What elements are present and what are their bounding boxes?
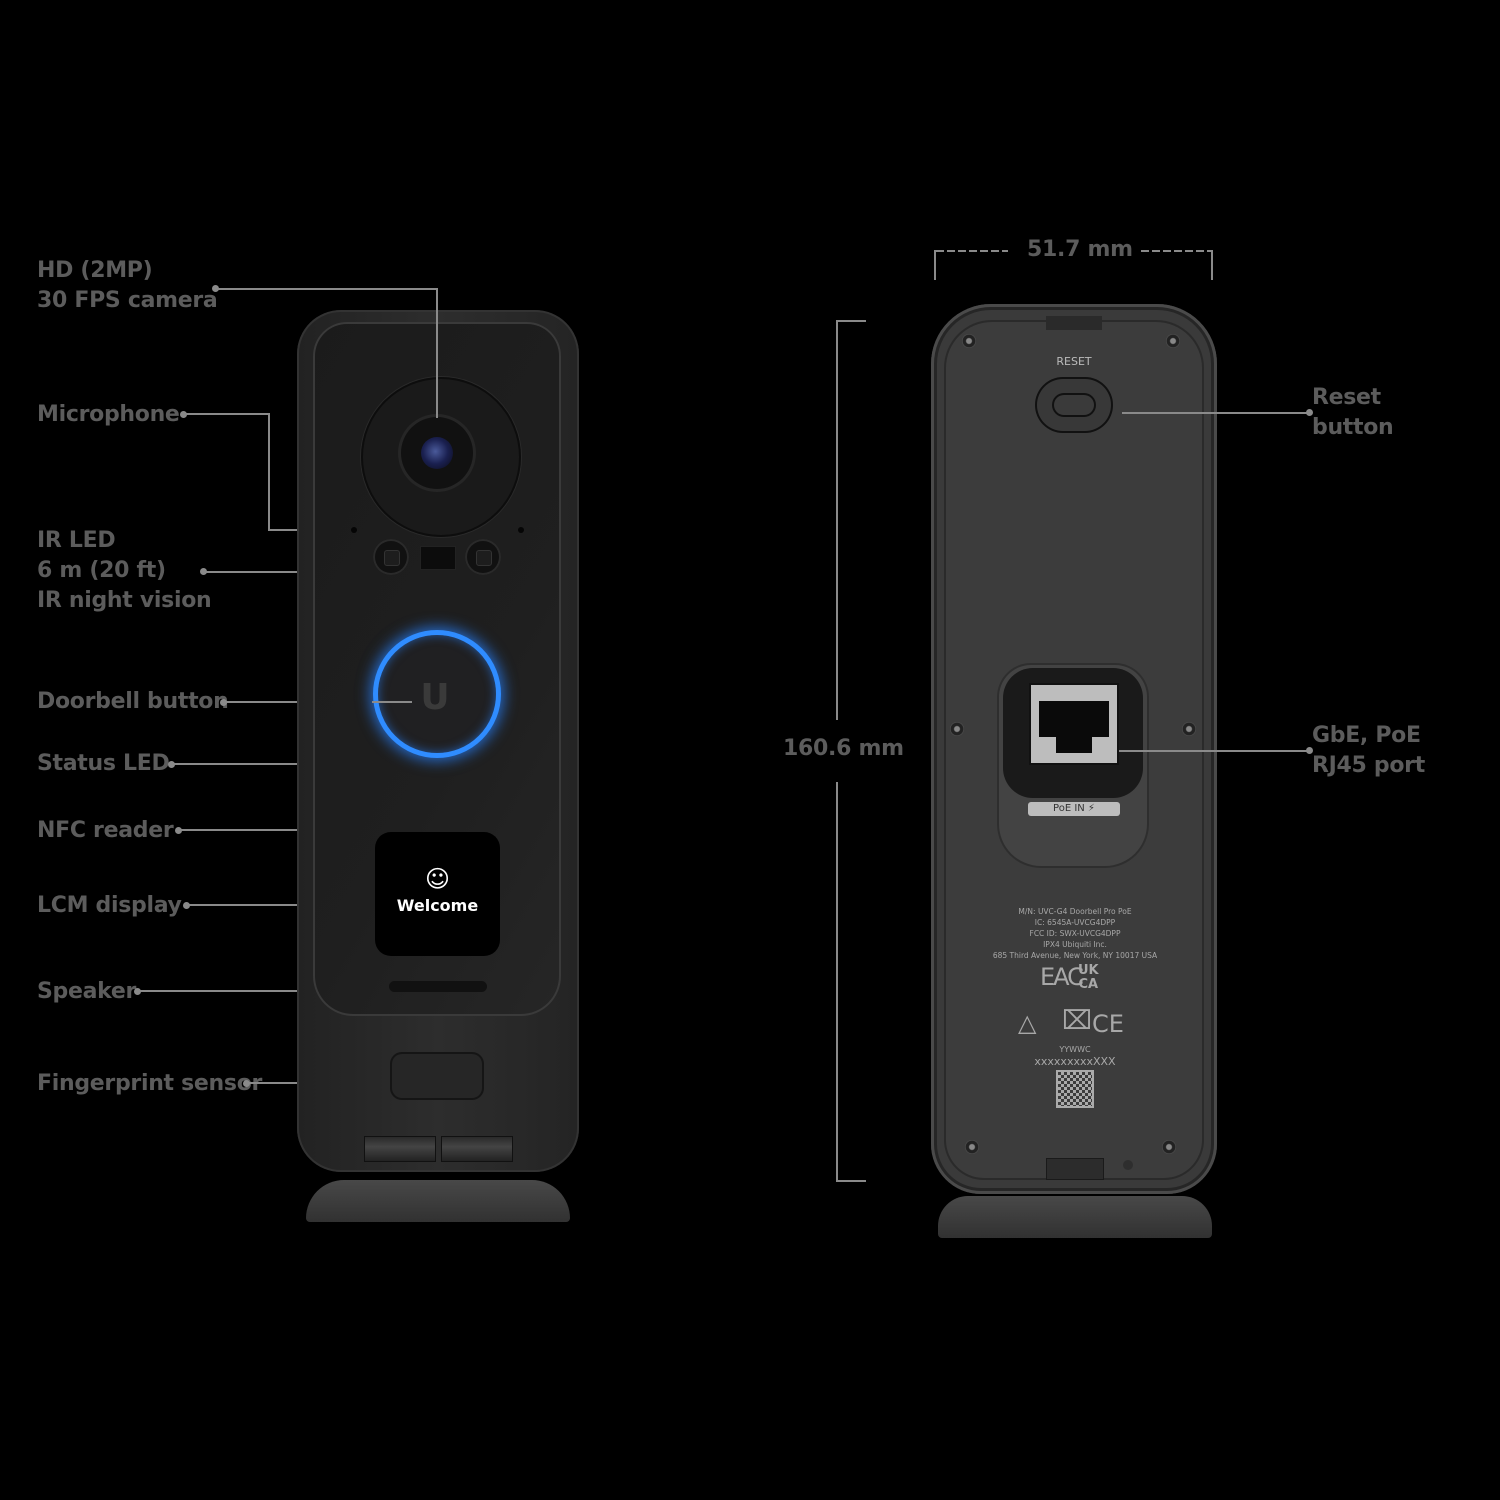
camera-lens-icon [421, 437, 453, 469]
label-reset-button: Reset button [1312, 385, 1394, 440]
top-notch [1046, 316, 1102, 330]
mount-clip [364, 1136, 436, 1162]
ic-id: IC: 6545A-UVCG4DPP [1034, 918, 1116, 927]
microphone-hole-icon [351, 527, 357, 533]
dimension-tick [1211, 250, 1213, 280]
label-ir-led: IR LED 6 m (20 ft) IR night vision [37, 528, 212, 613]
rj45-socket-icon [1039, 701, 1109, 737]
leader-dot [220, 699, 227, 706]
screw-icon [962, 334, 976, 348]
ubiquiti-logo-icon: U [420, 677, 450, 718]
screw-icon [965, 1140, 979, 1154]
dimension-line-width [936, 250, 1008, 252]
mount-clip [441, 1136, 513, 1162]
leader-dot [1306, 747, 1313, 754]
leader-line-reset [1122, 412, 1308, 414]
leader-dot [212, 285, 219, 292]
leader-line-nfc [179, 829, 297, 831]
smiley-face-icon: ☺ [424, 865, 451, 893]
front-reflection [306, 1180, 570, 1222]
reset-label: RESET [1056, 355, 1092, 368]
dimension-height: 160.6 mm [783, 736, 904, 761]
reset-button[interactable] [1052, 393, 1096, 417]
leader-line-rj45 [1119, 750, 1308, 752]
label-speaker: Speaker [37, 979, 137, 1004]
leader-line-doorbell-over [372, 701, 412, 703]
regulatory-text: M/N: UVC-G4 Doorbell Pro PoE IC: 6545A-U… [980, 906, 1170, 961]
ipx-rating: IPX4 Ubiquiti Inc. [1043, 940, 1107, 949]
label-rj45-port: GbE, PoE RJ45 port [1312, 723, 1425, 778]
serial-number: xxxxxxxxxXXX [1034, 1055, 1116, 1068]
leader-line-camera-over [436, 300, 438, 418]
leader-line-microphone [184, 413, 270, 415]
pinhole-icon [1123, 1160, 1133, 1170]
leader-dot [183, 902, 190, 909]
ukca-mark-icon: UK CA [1078, 963, 1099, 992]
dimension-tick [934, 250, 936, 280]
dimension-tick [836, 1180, 866, 1182]
rcm-mark-icon: △ [1018, 1009, 1037, 1037]
address: 685 Third Avenue, New York, NY 10017 USA [992, 951, 1158, 960]
lcm-display: ☺ Welcome [375, 832, 500, 956]
leader-dot [175, 827, 182, 834]
microphone-hole-icon [518, 527, 524, 533]
leader-line-lcm [187, 904, 372, 906]
display-welcome-text: Welcome [396, 896, 479, 915]
dimension-line-width [1141, 250, 1211, 252]
screw-icon [1182, 722, 1196, 736]
label-fingerprint-sensor: Fingerprint sensor [37, 1071, 263, 1096]
model-number: M/N: UVC-G4 Doorbell Pro PoE [1018, 907, 1132, 916]
label-nfc-reader: NFC reader [37, 818, 174, 843]
qr-code-icon [1056, 1070, 1094, 1108]
leader-dot [134, 988, 141, 995]
leader-line-speaker [138, 990, 386, 992]
leader-dot [180, 411, 187, 418]
dimension-line-height [836, 320, 838, 720]
leader-line-microphone-v [268, 413, 270, 530]
leader-line-ir-led [204, 571, 359, 573]
weee-bin-icon: ⌧ [1062, 1006, 1092, 1036]
dimension-line-height [836, 782, 838, 1182]
eac-mark-icon: EAC [1040, 963, 1084, 991]
doorbell-button[interactable] [373, 630, 501, 758]
label-lcm-display: LCM display [37, 893, 182, 918]
date-code: YYWWC [1059, 1045, 1091, 1054]
leader-line-status-led [172, 763, 405, 765]
leader-dot [168, 761, 175, 768]
dimension-width: 51.7 mm [1027, 237, 1133, 262]
light-sensor-icon [420, 546, 456, 570]
back-reflection [938, 1196, 1212, 1238]
screw-icon [1162, 1140, 1176, 1154]
poe-in-label: PoE IN ⚡ [1028, 802, 1120, 816]
label-microphone: Microphone [37, 402, 180, 427]
label-camera: HD (2MP) 30 FPS camera [37, 258, 218, 313]
rj45-port[interactable] [1029, 683, 1119, 765]
fcc-id: FCC ID: SWX-UVCG4DPP [1029, 929, 1121, 938]
screw-icon [950, 722, 964, 736]
leader-dot [200, 568, 207, 575]
screw-icon [1166, 334, 1180, 348]
fingerprint-sensor[interactable] [390, 1052, 484, 1100]
bottom-notch [1046, 1158, 1104, 1180]
label-doorbell-button: Doorbell button [37, 689, 229, 714]
ce-mark-icon: CE [1092, 1010, 1124, 1038]
leader-dot [243, 1080, 250, 1087]
ir-led-icon [373, 539, 409, 575]
leader-line-camera [216, 288, 437, 290]
label-status-led: Status LED [37, 751, 170, 776]
ir-led-icon [465, 539, 501, 575]
dimension-tick [836, 320, 866, 322]
speaker-grille [389, 981, 487, 992]
rj45-tab [1056, 735, 1092, 753]
leader-dot [1306, 409, 1313, 416]
